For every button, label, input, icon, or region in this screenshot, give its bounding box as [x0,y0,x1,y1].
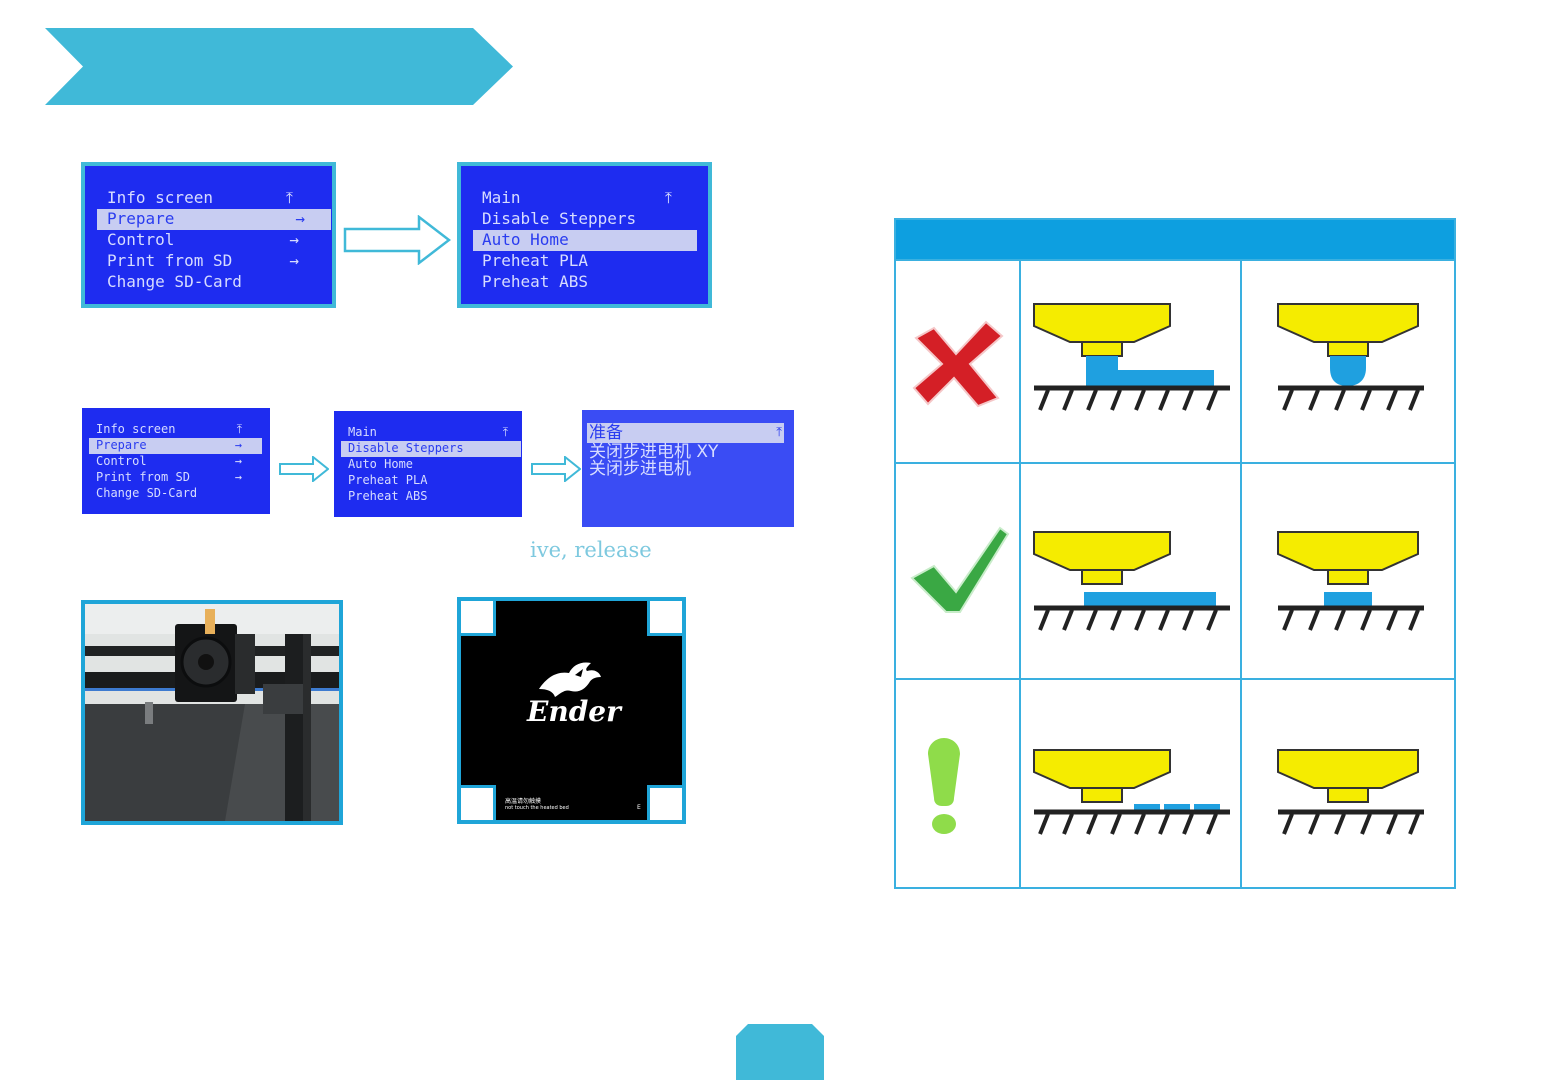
bed-corner-marker [461,601,496,636]
lcd-row: Change SD-Card [96,486,198,500]
table-header [894,218,1456,260]
page-number-tab [736,1024,824,1080]
bed-corner-marker [647,601,682,636]
lcd-row: Control→ [96,454,242,468]
lcd-row-selected: Auto Home [473,230,697,251]
printer-photo [81,600,343,825]
lcd-row: Preheat PLA [482,251,588,270]
lcd-row: Preheat ABS [482,272,588,291]
lcd-main-menu: Info screen⤒ Prepare→ Control→ Print fro… [81,162,336,308]
printer-hotend-illustration [85,604,339,821]
lcd-row: 关闭步进电机 XY [589,442,719,462]
lcd-row: Main⤒ [482,188,672,207]
caption-text: ive, release [530,538,652,562]
bed-warning-en: not touch the heated bed [505,805,569,811]
lcd-row: Preheat ABS [348,489,428,503]
bed-warning-cn: 高温请勿触摸 [505,798,542,805]
lcd-row: Control→ [107,230,299,249]
lcd-main-menu-small: Info screen⤒ Prepare→ Control→ Print fro… [82,408,270,514]
lcd-prepare-menu-small: Main⤒ Disable Steppers Auto Home Preheat… [334,411,522,517]
green-check-icon [910,526,1010,613]
lcd-row: Main⤒ [348,425,508,439]
bed-corner-marker [647,785,682,820]
lcd-chinese-menu: 准备⤒ 关闭步进电机 XY 关闭步进电机 [582,410,794,527]
right-arrow-icon [343,215,451,265]
lcd-row-selected: Prepare→ [89,438,262,454]
lcd-row: Info screen⤒ [107,188,293,207]
heated-bed-diagram: Ender 高温请勿触摸 not touch the heated bed E [457,597,686,824]
red-x-icon [912,320,1004,408]
lcd-row: 关闭步进电机 [589,459,691,479]
lcd-prepare-menu: Main⤒ Disable Steppers Auto Home Preheat… [457,162,712,308]
bed-corner-mark: E [637,804,641,811]
bed-corner-marker [461,785,496,820]
dragon-logo-icon [539,662,601,697]
lcd-row-selected: Disable Steppers [341,441,521,457]
lcd-row: Auto Home [348,457,414,471]
section-banner [45,28,513,105]
right-arrow-icon [531,456,581,482]
right-arrow-icon [279,456,329,482]
bed-logo-text: Ender [527,695,621,728]
lcd-row: Print from SD→ [96,470,242,484]
lcd-row: Info screen⤒ [96,422,242,436]
lcd-row: Change SD-Card [107,272,242,291]
green-exclamation-icon [928,738,960,834]
lcd-row: Preheat PLA [348,473,428,487]
lcd-row-selected: Prepare→ [97,209,331,230]
nozzle-leveling-table [894,218,1456,889]
lcd-row-selected: 准备⤒ [587,423,784,443]
lcd-row: Print from SD→ [107,251,299,270]
lcd-row: Disable Steppers [482,209,637,228]
